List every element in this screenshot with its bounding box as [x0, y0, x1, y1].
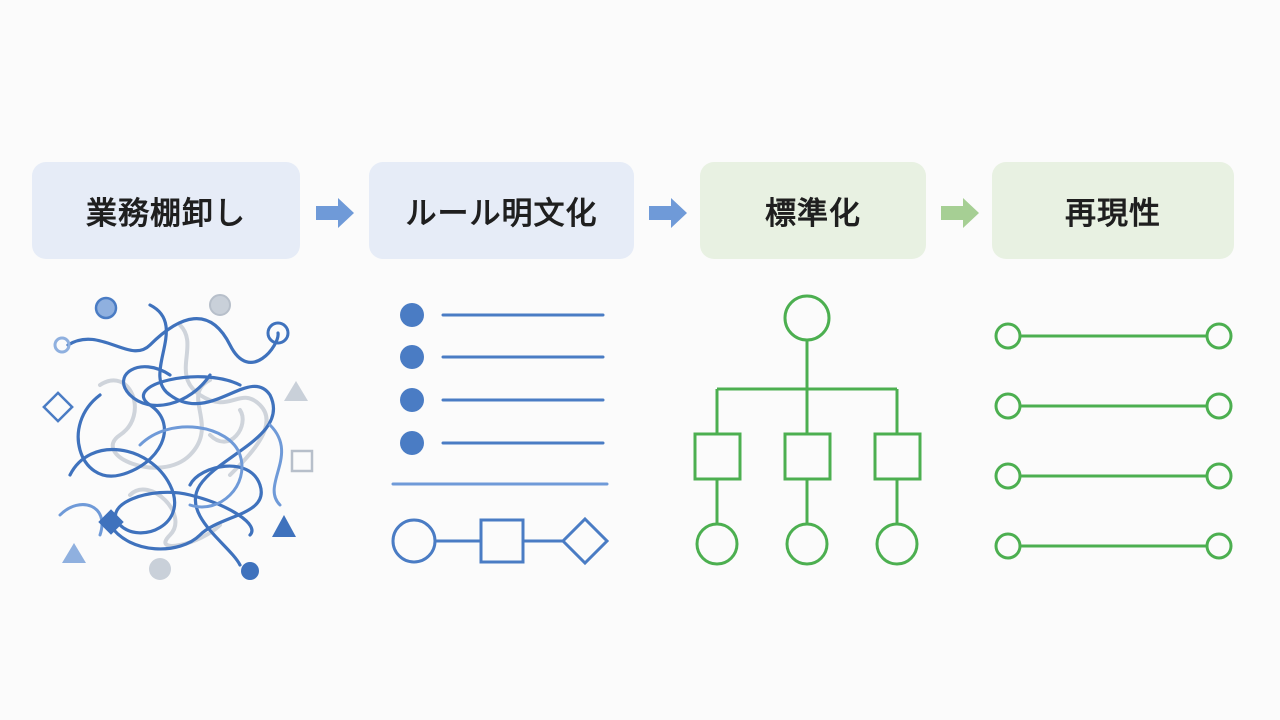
arrow-right-icon	[316, 198, 354, 228]
step-rules-box: ルール明文化	[369, 162, 634, 259]
step-standardize-box: 標準化	[700, 162, 926, 259]
arrow-right-icon	[649, 198, 687, 228]
step-inventory-label: 業務棚卸し	[86, 196, 246, 232]
step-standardize-label: 標準化	[765, 196, 861, 232]
tree-hierarchy-icon	[693, 294, 922, 566]
bullet-list-flow-icon	[391, 303, 610, 566]
step-rules-label: ルール明文化	[405, 196, 598, 232]
step-inventory-box: 業務棚卸し	[32, 162, 300, 259]
tangled-lines-icon	[42, 294, 314, 580]
step-reproducibility-label: 再現性	[1065, 196, 1161, 232]
step-reproducibility-box: 再現性	[992, 162, 1234, 259]
arrow-right-icon	[941, 198, 979, 228]
parallel-lines-icon	[994, 322, 1233, 560]
